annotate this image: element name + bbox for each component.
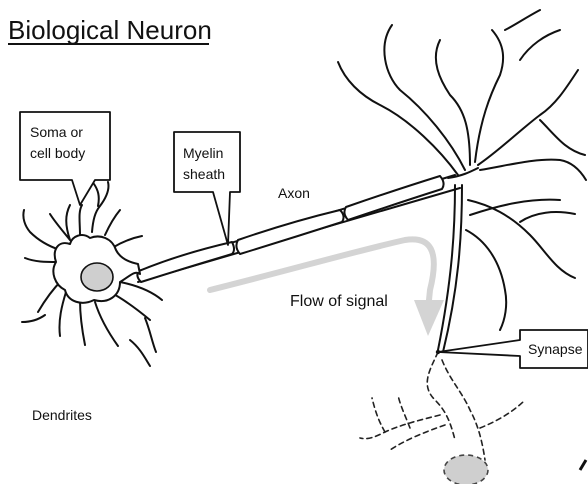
- corner-mark: [580, 460, 586, 470]
- downstream-neuron: [360, 352, 525, 484]
- dendrites-label: Dendrites: [32, 407, 92, 423]
- axon-label: Axon: [278, 185, 310, 201]
- soma-label-line1: Soma or: [30, 124, 83, 140]
- synapse-callout: Synapse: [436, 330, 588, 368]
- myelin-label-line2: sheath: [183, 166, 225, 182]
- cell-body: [22, 182, 162, 366]
- myelin-callout: Myelin sheath: [174, 132, 240, 245]
- flow-of-signal-label: Flow of signal: [290, 293, 388, 310]
- soma-nucleus: [81, 263, 113, 291]
- myelin-segment: [236, 210, 343, 254]
- soma-label-line2: cell body: [30, 145, 85, 161]
- downstream-nucleus: [444, 455, 488, 484]
- synapse-point: [436, 350, 440, 354]
- synapse-label: Synapse: [528, 341, 583, 357]
- myelin-segment: [137, 242, 234, 282]
- myelin-label-line1: Myelin: [183, 145, 223, 161]
- signal-flow-arrowhead: [414, 300, 444, 336]
- diagram-title: Biological Neuron: [8, 15, 212, 45]
